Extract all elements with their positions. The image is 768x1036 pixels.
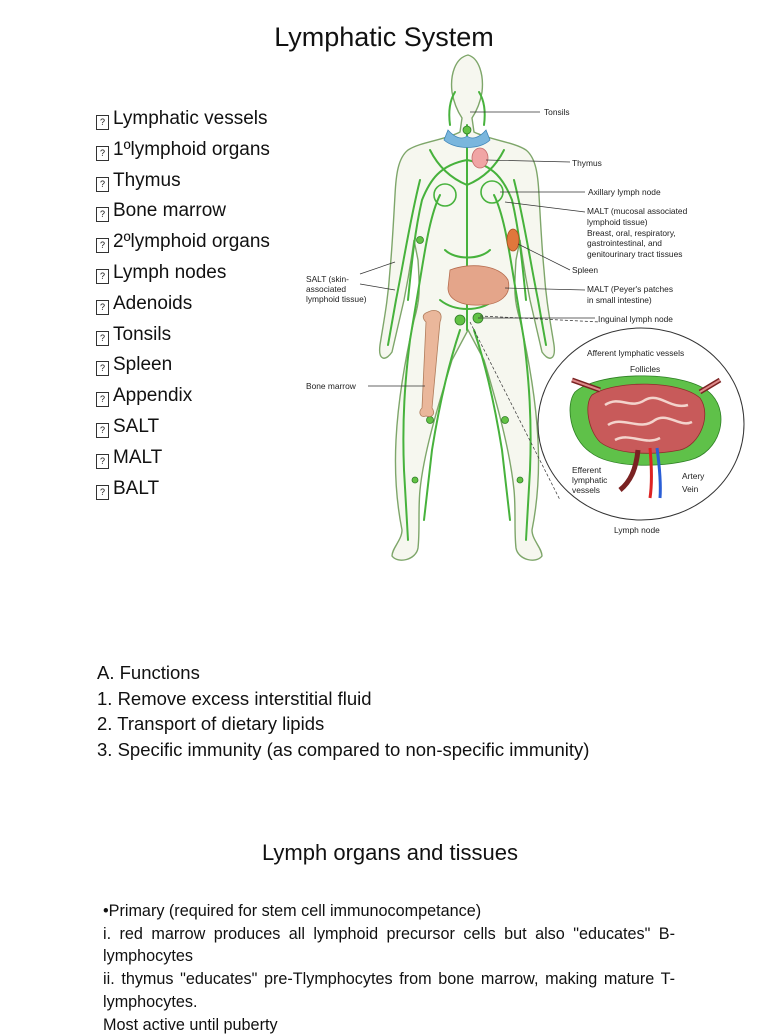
list-item: ?Appendix bbox=[96, 381, 270, 412]
list-item: ?Spleen bbox=[96, 350, 270, 381]
svg-text:lymphoid tissue): lymphoid tissue) bbox=[587, 217, 648, 227]
list-item: 3. Specific immunity (as compared to non… bbox=[97, 738, 590, 760]
list-item: ?Adenoids bbox=[96, 289, 270, 320]
svg-text:Tonsils: Tonsils bbox=[544, 107, 570, 117]
list-item: ?Thymus bbox=[96, 166, 270, 197]
functions-heading: A. Functions bbox=[97, 662, 200, 683]
paragraph-line: ii. thymus "educates" pre-Tlymphocytes f… bbox=[103, 970, 675, 1011]
lymphatic-vessels bbox=[387, 91, 547, 541]
svg-text:Axillary lymph node: Axillary lymph node bbox=[588, 187, 661, 197]
missing-glyph-icon: ? bbox=[96, 361, 109, 377]
svg-text:genitourinary tract tissues: genitourinary tract tissues bbox=[587, 249, 682, 259]
paragraph-line: •Primary (required for stem cell immunoc… bbox=[103, 902, 482, 920]
list-item: ?Bone marrow bbox=[96, 196, 270, 227]
body-paragraph: •Primary (required for stem cell immunoc… bbox=[103, 900, 675, 1036]
svg-text:Vein: Vein bbox=[682, 484, 699, 494]
bullet-list: ?Lymphatic vessels ?1ºlymphoid organs ?T… bbox=[96, 104, 270, 504]
missing-glyph-icon: ? bbox=[96, 484, 109, 500]
functions-list: A. Functions 1. Remove excess interstiti… bbox=[97, 660, 589, 762]
svg-text:Efferent: Efferent bbox=[572, 465, 602, 475]
svg-text:MALT (mucosal associated: MALT (mucosal associated bbox=[587, 206, 688, 216]
missing-glyph-icon: ? bbox=[96, 422, 109, 438]
svg-text:SALT (skin-: SALT (skin- bbox=[306, 274, 349, 284]
list-item: ?Lymph nodes bbox=[96, 258, 270, 289]
lymph-node-inset bbox=[537, 327, 745, 521]
list-item: ?Tonsils bbox=[96, 320, 270, 351]
svg-text:Bone marrow: Bone marrow bbox=[306, 381, 357, 391]
list-item: ?2ºlymphoid organs bbox=[96, 227, 270, 258]
small-intestine bbox=[447, 265, 510, 306]
svg-text:Breast, oral, respiratory,: Breast, oral, respiratory, bbox=[587, 228, 676, 238]
missing-glyph-icon: ? bbox=[96, 299, 109, 315]
svg-text:Artery: Artery bbox=[682, 471, 705, 481]
bone-marrow-femur bbox=[419, 310, 442, 417]
spleen bbox=[506, 228, 520, 252]
missing-glyph-icon: ? bbox=[96, 330, 109, 346]
missing-glyph-icon: ? bbox=[96, 392, 109, 408]
list-item: ?BALT bbox=[96, 474, 270, 505]
missing-glyph-icon: ? bbox=[96, 238, 109, 254]
svg-text:MALT (Peyer's patches: MALT (Peyer's patches bbox=[587, 284, 673, 294]
svg-text:Lymph node: Lymph node bbox=[614, 525, 660, 535]
svg-text:Spleen: Spleen bbox=[572, 265, 598, 275]
figure-labels: Tonsils Thymus Axillary lymph node MALT … bbox=[306, 107, 705, 535]
paragraph-line: i. red marrow produces all lymphoid prec… bbox=[103, 924, 675, 966]
svg-text:lymphatic: lymphatic bbox=[572, 475, 607, 485]
paragraph-line: Most active until puberty bbox=[103, 1015, 278, 1034]
missing-glyph-icon: ? bbox=[96, 453, 109, 469]
list-item: 2. Transport of dietary lipids bbox=[97, 713, 325, 734]
list-item: 1. Remove excess interstitial fluid bbox=[97, 687, 372, 709]
svg-text:in small intestine): in small intestine) bbox=[587, 295, 652, 305]
missing-glyph-icon: ? bbox=[96, 145, 109, 161]
missing-glyph-icon: ? bbox=[96, 176, 109, 192]
list-item: ?MALT bbox=[96, 443, 270, 474]
svg-text:lymphoid tissue): lymphoid tissue) bbox=[306, 294, 367, 304]
leader-lines bbox=[359, 111, 601, 501]
svg-text:Inguinal lymph node: Inguinal lymph node bbox=[598, 314, 673, 324]
svg-text:gastrointestinal, and: gastrointestinal, and bbox=[587, 238, 662, 248]
svg-text:vessels: vessels bbox=[572, 485, 600, 495]
list-item: ?1ºlymphoid organs bbox=[96, 135, 270, 166]
missing-glyph-icon: ? bbox=[96, 268, 109, 284]
neck-vessels bbox=[443, 129, 491, 148]
missing-glyph-icon: ? bbox=[96, 207, 109, 223]
list-item: ?SALT bbox=[96, 412, 270, 443]
thymus bbox=[471, 147, 489, 169]
lymphatic-system-illustration: Tonsils Thymus Axillary lymph node MALT … bbox=[306, 54, 745, 561]
svg-text:Afferent lymphatic vessels: Afferent lymphatic vessels bbox=[587, 348, 684, 358]
section-title: Lymph organs and tissues bbox=[262, 840, 518, 865]
list-item: ?Lymphatic vessels bbox=[96, 104, 270, 135]
missing-glyph-icon: ? bbox=[96, 115, 109, 130]
svg-text:associated: associated bbox=[306, 284, 346, 294]
svg-text:Follicles: Follicles bbox=[630, 364, 660, 374]
svg-text:Thymus: Thymus bbox=[572, 158, 602, 168]
page-title: Lymphatic System bbox=[274, 22, 494, 52]
